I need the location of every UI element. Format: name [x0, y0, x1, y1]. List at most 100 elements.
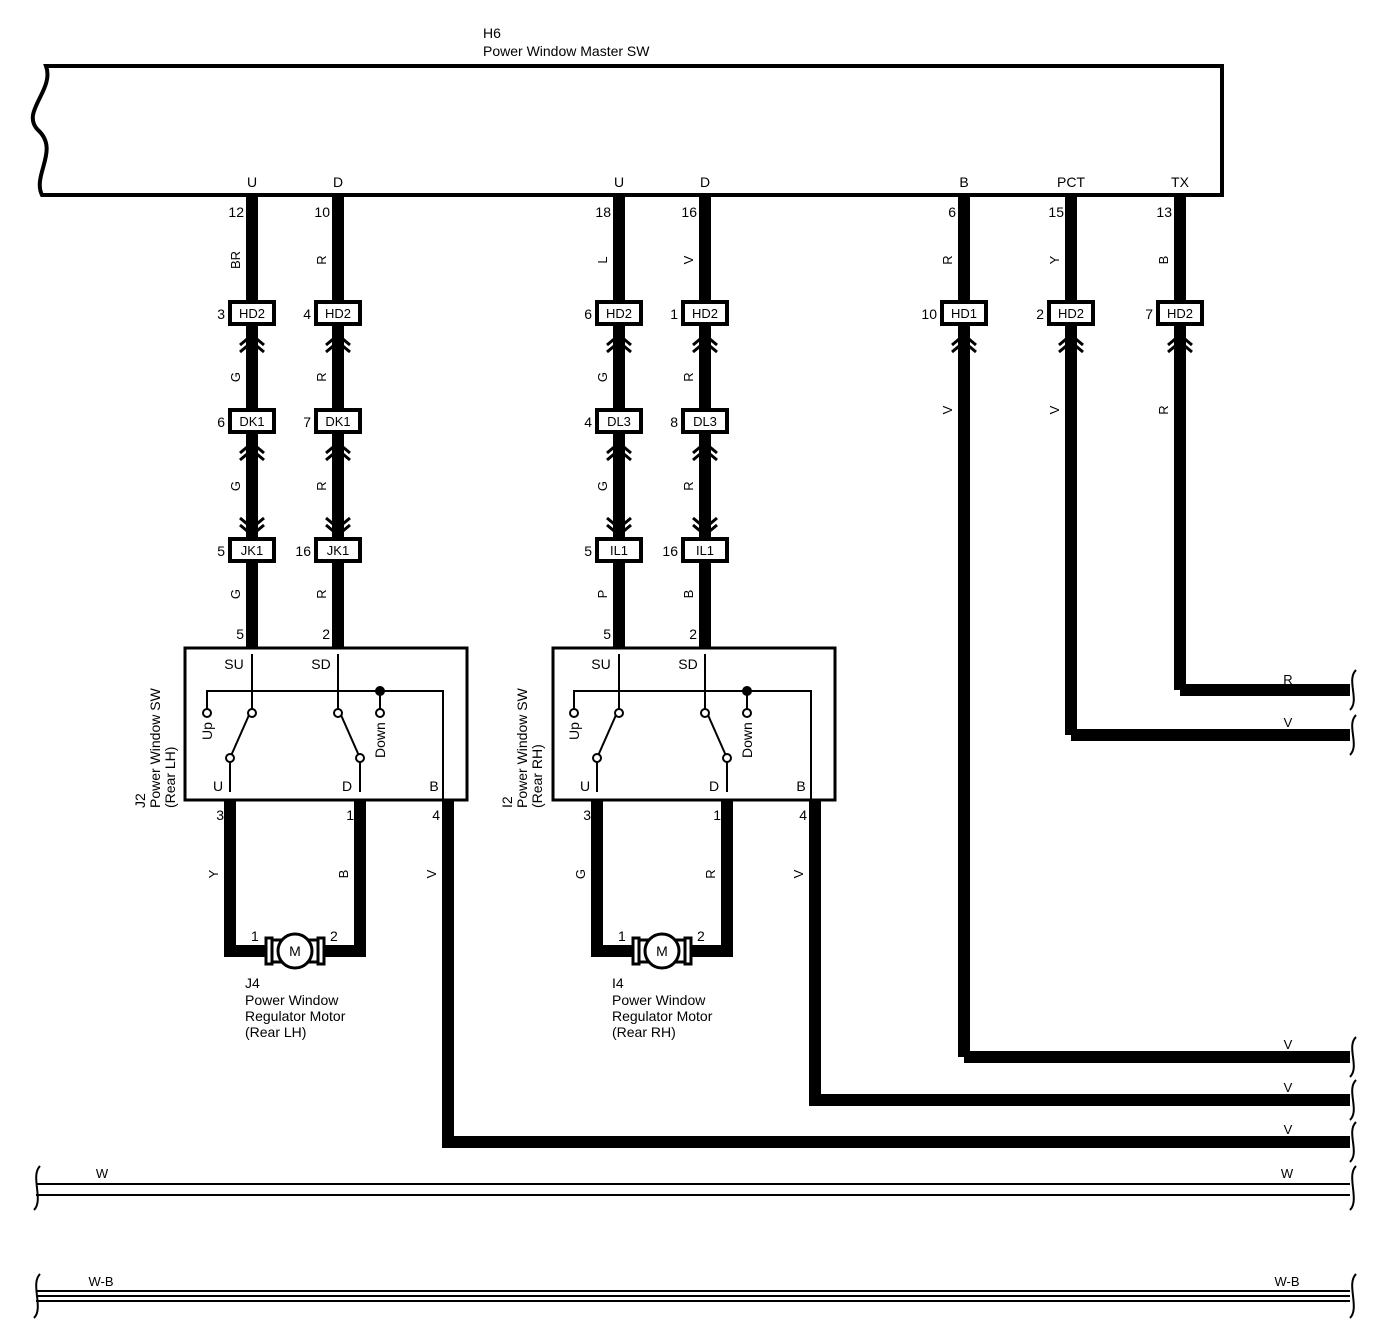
connector-c5-hd: HD1 10	[921, 300, 988, 326]
motor-id: J4	[245, 975, 260, 991]
switch-d-label: D	[709, 778, 719, 794]
wire-color-c1-top: BR	[228, 251, 243, 269]
motor-line1: Power Window	[612, 992, 706, 1008]
switch-down-label: Down	[739, 722, 755, 758]
connector-c1-jk: JK1 5	[217, 537, 276, 563]
connector-chevrons	[239, 333, 1193, 537]
master-term-d2: D	[700, 174, 710, 190]
motor-line2: Regulator Motor	[612, 1008, 713, 1024]
switch-id: J2	[132, 793, 148, 808]
switch-sd-label: SD	[678, 656, 697, 672]
connector-c1-dk: DK1 6	[217, 408, 276, 434]
connector-c4-jk: IL1 16	[662, 537, 729, 563]
wire-color-c5-top: R	[940, 255, 955, 264]
wire-color-c1-bot: G	[228, 589, 243, 599]
connector-pin: 5	[584, 543, 592, 559]
master-term-b: B	[959, 174, 968, 190]
connector-name: HD1	[951, 306, 977, 321]
master-term-u2: U	[614, 174, 624, 190]
wire-break-marks	[1349, 669, 1357, 1163]
wire-color-c1-mid1: G	[228, 372, 243, 382]
i2-pin-u: 3	[583, 807, 591, 823]
master-pin-d2: 16	[681, 204, 697, 220]
wire-color-c7-below: R	[1156, 405, 1171, 414]
switch-pin-c4: 2	[689, 626, 697, 642]
connector-c3-jk: IL1 5	[584, 537, 643, 563]
connector-c2-dk: DK1 7	[303, 408, 362, 434]
switch-d-label: D	[342, 778, 352, 794]
switch-b-label: B	[796, 778, 805, 794]
connector-pin: 7	[303, 414, 311, 430]
wire-color-c2-bot: R	[314, 589, 329, 598]
connector-pin: 16	[295, 543, 311, 559]
connector-name: HD2	[1058, 306, 1084, 321]
wire-color-c3-mid2: G	[595, 481, 610, 491]
connector-name: HD2	[239, 306, 265, 321]
wire-color-c5-below: V	[940, 405, 955, 414]
switch-pin-c3: 5	[603, 626, 611, 642]
motor-symbol: M	[289, 943, 301, 959]
connector-pin: 16	[662, 543, 678, 559]
connector-c1-hd: HD2 3	[217, 300, 276, 326]
wire-color-c6-below: V	[1047, 405, 1062, 414]
motor-circle	[276, 932, 314, 970]
connector-c2-jk: JK1 16	[295, 537, 362, 563]
connector-pin: 7	[1145, 306, 1153, 322]
switch-sub: (Rear LH)	[162, 747, 178, 808]
motor-line3: (Rear RH)	[612, 1024, 676, 1040]
switch-j2: SU SD Up Down U D B J2 Power Window SW (…	[132, 646, 469, 808]
motor-line1: Power Window	[245, 992, 339, 1008]
connector-c4-hd: HD2 1	[670, 300, 729, 326]
wire-color-c3-mid1: G	[595, 372, 610, 382]
master-name: Power Window Master SW	[483, 43, 650, 59]
wire-color-c4-mid2: R	[681, 481, 696, 490]
switch-up-label: Up	[199, 722, 215, 740]
dk-row: DK1 6 DK1 7 DL3 4 DL3 8	[217, 408, 729, 434]
right-column-wires	[958, 196, 1350, 1063]
wire-color-c4-top: V	[681, 255, 696, 264]
switch-pin-c1: 5	[236, 626, 244, 642]
bus-w: W W	[33, 1165, 1357, 1211]
connector-pin: 8	[670, 414, 678, 430]
connector-name: HD2	[325, 306, 351, 321]
wire-color-c6-top: Y	[1047, 255, 1062, 264]
switch-up-label: Up	[566, 722, 582, 740]
master-term-u1: U	[247, 174, 257, 190]
jk-row: JK1 5 JK1 16 IL1 5 IL1 16	[217, 537, 729, 563]
switch-down-label: Down	[372, 722, 388, 758]
connector-pin: 2	[1036, 306, 1044, 322]
master-term-pct: PCT	[1057, 174, 1085, 190]
master-pin-pct: 15	[1048, 204, 1064, 220]
master-switch-box	[30, 64, 1224, 197]
connector-c3-dk: DL3 4	[584, 408, 643, 434]
motor-pin2: 2	[697, 928, 705, 944]
master-pin-tx: 13	[1156, 204, 1172, 220]
motor-symbol: M	[656, 943, 668, 959]
right-wire-tx: R	[1283, 672, 1292, 687]
connector-c6-hd: HD2 2	[1036, 300, 1095, 326]
j2-pin-b: 4	[432, 807, 440, 823]
j2-pin-d: 1	[346, 807, 354, 823]
connector-pin: 6	[584, 306, 592, 322]
motor-pin1: 1	[618, 928, 626, 944]
connector-pin: 4	[584, 414, 592, 430]
wire-color-c4-mid1: R	[681, 372, 696, 381]
switch-u-label: U	[580, 778, 590, 794]
wire-color-c3-bot: P	[595, 590, 610, 599]
motor-pin1: 1	[251, 928, 259, 944]
j2-wire-u: Y	[206, 869, 221, 878]
connector-name: DL3	[607, 414, 631, 429]
switch-sd-label: SD	[311, 656, 330, 672]
wire-color-c2-top: R	[314, 255, 329, 264]
switch-name: Power Window SW	[514, 687, 530, 808]
wire-color-c4-bot: B	[681, 590, 696, 599]
bus-w-right-label: W	[1281, 1166, 1294, 1181]
bus-w-left-label: W	[96, 1166, 109, 1181]
right-wire-i2b: V	[1284, 1080, 1293, 1095]
master-id: H6	[483, 25, 501, 41]
connector-pin: 1	[670, 306, 678, 322]
connector-pin: 5	[217, 543, 225, 559]
wire-color-c2-mid2: R	[314, 481, 329, 490]
right-wire-j2b: V	[1284, 1122, 1293, 1137]
